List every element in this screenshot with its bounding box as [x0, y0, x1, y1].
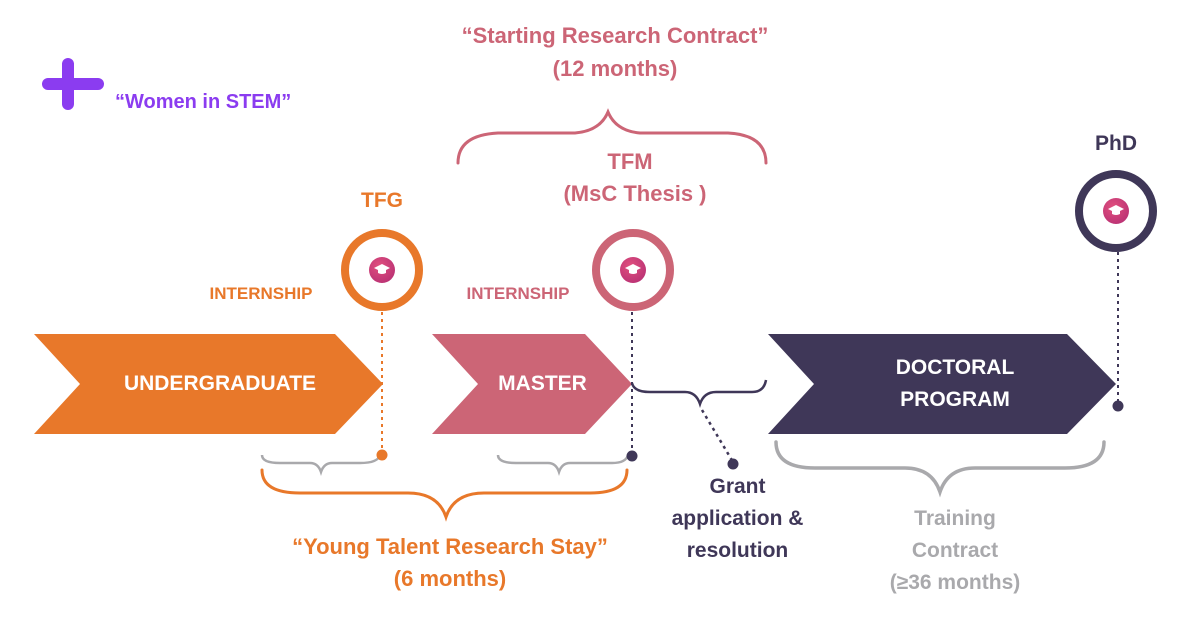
- starting-contract-title: “Starting Research Contract”: [461, 23, 769, 48]
- women-in-stem-label: “Women in STEM”: [115, 91, 292, 113]
- undergraduate-label: UNDERGRADUATE: [123, 372, 317, 395]
- young-talent-duration: (6 months): [393, 566, 507, 591]
- phd-dot: [1112, 400, 1124, 412]
- starting-contract-brace: [456, 108, 768, 165]
- grant-line-3: resolution: [686, 539, 789, 562]
- tfg-dot: [376, 449, 388, 461]
- tfg-label: TFG: [361, 189, 403, 212]
- master-label: MASTER: [498, 372, 587, 395]
- young-talent-brace: [260, 468, 629, 522]
- tfm-subtitle: (MsC Thesis ): [563, 181, 707, 206]
- program-label: PROGRAM: [900, 388, 1010, 411]
- graduation-cap-icon: [374, 264, 390, 274]
- master-chevron: [432, 334, 632, 434]
- training-line-3: (≥36 months): [889, 571, 1021, 594]
- training-line-1: Training: [914, 507, 996, 530]
- grant-line-1: Grant: [709, 475, 766, 498]
- grant-connector: [700, 409, 735, 463]
- master-small-brace: [496, 454, 630, 476]
- starting-contract-duration: (12 months): [552, 56, 678, 81]
- training-contract-brace: [774, 440, 1106, 498]
- training-line-2: Contract: [911, 539, 999, 562]
- master-internship-label: INTERNSHIP: [466, 284, 570, 303]
- doctoral-label: DOCTORAL: [895, 356, 1015, 379]
- young-talent-title: “Young Talent Research Stay”: [292, 534, 608, 559]
- tfm-dot: [626, 450, 638, 462]
- grant-line-2: application &: [671, 507, 804, 530]
- undergrad-small-brace: [260, 454, 382, 476]
- phd-medal: [1075, 170, 1157, 252]
- tfm-label: TFM: [607, 149, 653, 174]
- doctoral-chevron: [768, 334, 1116, 434]
- graduation-cap-icon: [625, 264, 641, 274]
- undergrad-internship-label: INTERNSHIP: [209, 284, 313, 303]
- undergraduate-chevron: [34, 334, 383, 434]
- tfg-medal: [341, 229, 423, 311]
- grant-dot: [727, 458, 739, 470]
- tfm-medal: [592, 229, 674, 311]
- phd-label: PhD: [1095, 132, 1137, 155]
- graduation-cap-icon: [1108, 205, 1124, 215]
- grant-gap-brace: [630, 379, 768, 408]
- plus-icon: [42, 58, 104, 110]
